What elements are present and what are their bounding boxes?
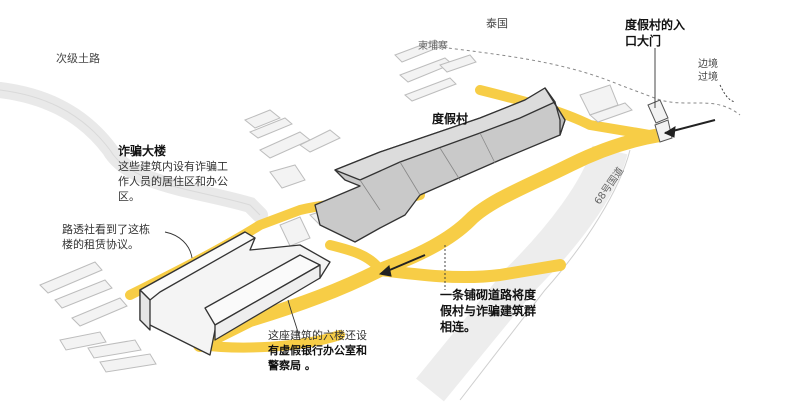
paved-road-line2: 假村与诈骗建筑群 [440,304,537,318]
border-crossing-label: 边境 过境 [698,58,718,84]
direction-arrows [378,119,716,277]
six-floor-annotation: 这座建筑的六楼还设 有虚假银行办公室和 警察局 。 [268,328,367,373]
border-crossing-line1: 边境 [698,59,718,70]
scam-building-line3: 区。 [118,190,140,203]
six-floor-line1: 这座建筑的六楼还设 [268,329,367,342]
scam-building-line1: 这些建筑内设有诈骗工 [118,160,228,173]
paved-road-annotation: 一条铺砌道路将度 假村与诈骗建筑群 相连。 [440,287,536,335]
resort-gate-label: 度假村的入 口大门 [625,17,685,49]
scam-building-annotation: 诈骗大楼 这些建筑内设有诈骗工 作人员的居住区和办公 区。 [118,144,228,204]
background-buildings [39,39,633,373]
paved-road-line1: 一条铺砌道路将度 [440,288,537,302]
six-floor-line3: 警察局 。 [268,359,316,372]
reuters-lease-line2: 楼的租赁协议。 [62,238,139,251]
resort-gate-label-line1: 度假村的入 [625,18,686,32]
six-floor-line2: 有虚假银行办公室和 [268,344,367,357]
scam-building-line2: 作人员的居住区和办公 [118,175,228,188]
resort-building [314,87,566,243]
reuters-lease-line1: 路透社看到了这栋 [62,223,150,236]
resort-gate-structure [647,99,673,143]
scam-building-title: 诈骗大楼 [118,144,167,158]
thailand-label: 泰国 [486,17,508,30]
reuters-lease-annotation: 路透社看到了这栋 楼的租赁协议。 [62,222,150,252]
scam-building-complex [139,231,331,356]
border-crossing-line2: 过境 [698,72,718,83]
paved-road-line3: 相连。 [440,320,477,334]
resort-gate-label-line2: 口大门 [625,34,662,48]
secondary-road-label: 次级土路 [56,52,100,65]
callout-lines [164,48,736,341]
border-line [424,44,741,116]
resort-label: 度假村 [432,112,469,126]
cambodia-label: 柬埔寨 [418,41,448,52]
